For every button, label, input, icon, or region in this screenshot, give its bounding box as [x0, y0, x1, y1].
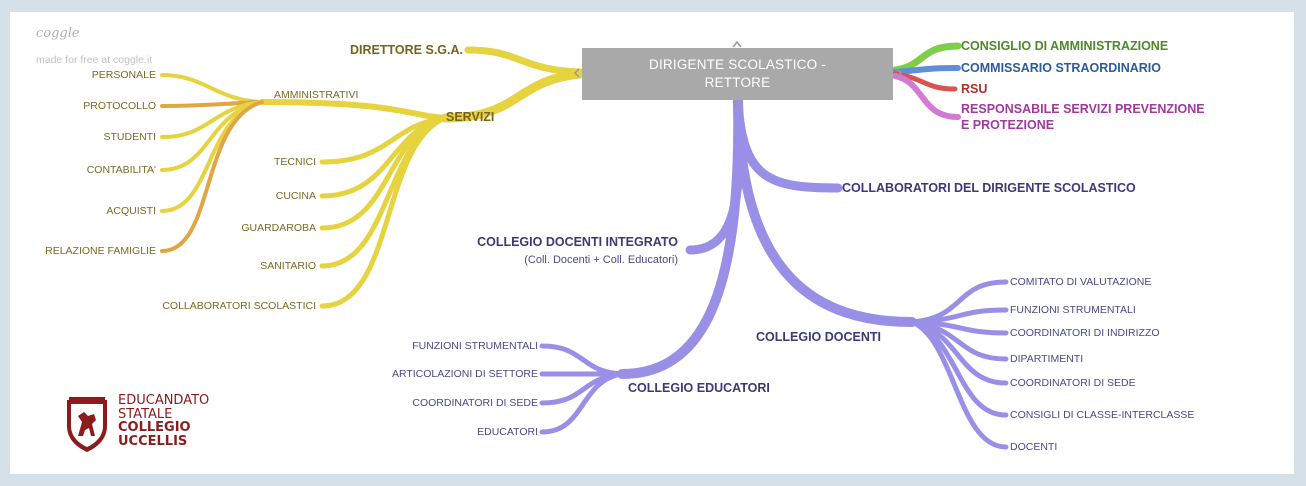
- branch-servizi: [440, 69, 585, 123]
- branch-relazione: [160, 100, 264, 253]
- node-contabilita[interactable]: CONTABILITA': [86, 164, 156, 176]
- branch-direttore: [464, 46, 584, 76]
- node-direttore[interactable]: DIRETTORE S.G.A.: [350, 43, 463, 57]
- collapse-chevron-left-icon[interactable]: [573, 68, 580, 78]
- node-sanitario[interactable]: SANITARIO: [260, 260, 316, 272]
- central-node[interactable]: DIRIGENTE SCOLASTICO - RETTORE: [582, 48, 893, 100]
- branch-collegio-docenti: [733, 95, 917, 327]
- node-collegio-integrato-subtitle: (Coll. Docenti + Coll. Educatori): [524, 254, 678, 266]
- node-cucina[interactable]: CUCINA: [275, 190, 316, 202]
- node-collaboratori-ds[interactable]: COLLABORATORI DEL DIRIGENTE SCOLASTICO: [842, 181, 1136, 195]
- branch-acquisti: [160, 100, 264, 213]
- node-personale[interactable]: PERSONALE: [91, 69, 156, 81]
- node-tecnici[interactable]: TECNICI: [274, 156, 316, 168]
- node-rspp-line1: RESPONSABILE SERVIZI PREVENZIONE: [961, 102, 1205, 116]
- logo-line4: UCCELLIS: [118, 433, 188, 449]
- node-collegio-docenti[interactable]: COLLEGIO DOCENTI: [756, 330, 881, 344]
- node-ce-educatori[interactable]: EDUCATORI: [477, 426, 538, 438]
- node-commissario[interactable]: COMMISSARIO STRAORDINARIO: [961, 61, 1161, 75]
- branch-commissario: [892, 65, 961, 75]
- node-amministrativi[interactable]: AMMINISTRATIVI: [274, 89, 359, 101]
- node-cd-coord-sede[interactable]: COORDINATORI DI SEDE: [1010, 377, 1136, 389]
- crest-lion-icon: [67, 397, 107, 452]
- node-cd-consigli[interactable]: CONSIGLI DI CLASSE-INTERCLASSE: [1010, 409, 1195, 421]
- logo-line2: STATALE: [118, 406, 173, 422]
- collapse-chevron-bottom-icon[interactable]: [732, 100, 742, 108]
- node-guardaroba[interactable]: GUARDAROBA: [241, 222, 316, 234]
- branch-rspp: [892, 73, 961, 120]
- logo-line3: COLLEGIO: [118, 420, 191, 436]
- collapse-chevron-right-icon[interactable]: [896, 68, 903, 78]
- node-rspp-line2: E PROTEZIONE: [961, 117, 1055, 132]
- node-collaboratori-scolastici[interactable]: COLLABORATORI SCOLASTICI: [162, 300, 316, 312]
- node-collegio-educatori[interactable]: COLLEGIO EDUCATORI: [628, 381, 770, 395]
- branch-consiglio: [891, 42, 962, 74]
- node-ce-coord-sede[interactable]: COORDINATORI DI SEDE: [412, 397, 538, 409]
- branch-collaboratori-scol: [319, 115, 448, 309]
- branch-personale: [160, 73, 264, 104]
- node-rspp[interactable]: RESPONSABILE SERVIZI PREVENZIONE E PROTE…: [961, 102, 1205, 133]
- node-protocollo[interactable]: PROTOCOLLO: [83, 100, 156, 112]
- branch-collaboratori-ds: [733, 95, 843, 193]
- node-cd-coord-indirizzo[interactable]: COORDINATORI DI INDIRIZZO: [1010, 327, 1160, 339]
- node-rsu[interactable]: RSU: [961, 82, 988, 96]
- logo-line1: EDUCANDATO: [118, 393, 210, 408]
- node-ce-funzioni[interactable]: FUNZIONI STRUMENTALI: [412, 340, 538, 352]
- node-acquisti[interactable]: ACQUISTI: [106, 205, 156, 217]
- central-node-line2: RETTORE: [704, 75, 771, 90]
- node-studenti[interactable]: STUDENTI: [103, 131, 157, 143]
- node-servizi[interactable]: SERVIZI: [446, 110, 495, 124]
- logo-text: EDUCANDATO STATALE COLLEGIO UCCELLIS: [118, 394, 209, 449]
- node-cd-comitato[interactable]: COMITATO DI VALUTAZIONE: [1010, 276, 1152, 288]
- collapse-chevron-top-icon[interactable]: [732, 40, 742, 48]
- coggle-subtitle: made for free at coggle.it: [36, 54, 153, 66]
- branch-amministrativi: [259, 99, 448, 121]
- node-cd-dipartimenti[interactable]: DIPARTIMENTI: [1010, 353, 1084, 365]
- branch-ce-4: [539, 371, 625, 435]
- node-collegio-integrato[interactable]: COLLEGIO DOCENTI INTEGRATO: [477, 235, 678, 249]
- branch-cd-2: [909, 307, 1009, 325]
- node-consiglio[interactable]: CONSIGLIO DI AMMINISTRAZIONE: [961, 39, 1169, 53]
- school-logo: EDUCANDATO STATALE COLLEGIO UCCELLIS: [64, 394, 224, 456]
- node-relazione-famiglie[interactable]: RELAZIONE FAMIGLIE: [45, 245, 156, 257]
- coggle-brand: coggle: [36, 26, 80, 41]
- branch-collegio-educatori: [617, 95, 744, 379]
- node-cd-funzioni[interactable]: FUNZIONI STRUMENTALI: [1010, 304, 1136, 316]
- branch-cd-7: [909, 319, 1009, 450]
- branch-ce-1: [539, 343, 625, 377]
- node-ce-articolazioni[interactable]: ARTICOLAZIONI DI SETTORE: [391, 368, 538, 380]
- central-node-line1: DIRIGENTE SCOLASTICO -: [649, 56, 826, 72]
- node-cd-docenti[interactable]: DOCENTI: [1010, 441, 1058, 453]
